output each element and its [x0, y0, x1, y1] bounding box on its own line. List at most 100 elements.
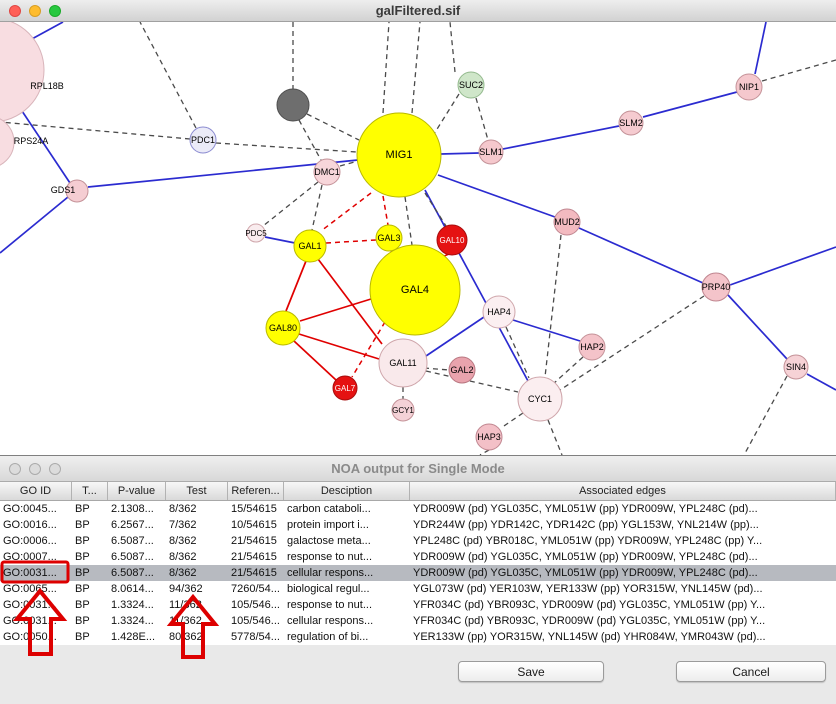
table-cell: 21/54615 — [231, 567, 277, 579]
node-gal4[interactable]: GAL4 — [369, 244, 461, 336]
table-cell: 8/362 — [169, 535, 197, 547]
column-header-go-id[interactable]: GO ID — [0, 482, 72, 500]
table-cell: response to nut... — [287, 599, 372, 611]
column-header-desciption[interactable]: Desciption — [284, 482, 410, 500]
node-mig1[interactable]: MIG1 — [356, 112, 442, 198]
node-nip1[interactable]: NIP1 — [735, 73, 763, 101]
table-cell: GO:0045... — [3, 503, 57, 515]
node-gal11[interactable]: GAL11 — [378, 338, 428, 388]
node-mud2[interactable]: MUD2 — [553, 208, 581, 236]
edge — [262, 181, 319, 227]
node-suc2[interactable]: SUC2 — [457, 71, 485, 99]
cancel-button[interactable]: Cancel — [676, 661, 826, 682]
node-label: HAP3 — [477, 432, 501, 442]
edge — [298, 119, 322, 161]
minimize-button[interactable] — [29, 5, 41, 17]
minimize-button[interactable] — [29, 463, 41, 475]
edge — [806, 373, 836, 391]
table-cell: 94/362 — [169, 583, 203, 595]
edge — [0, 121, 191, 140]
zoom-button[interactable] — [49, 5, 61, 17]
save-button[interactable]: Save — [458, 661, 604, 682]
node-pdc1[interactable]: PDC1 — [189, 126, 217, 154]
table-cell: YDR009W (pd) YGL035C, YML051W (pp) YDR00… — [413, 503, 758, 515]
table-cell: BP — [75, 599, 90, 611]
edge — [547, 419, 563, 455]
node-rps24a[interactable]: RPS24A — [0, 116, 48, 168]
close-button[interactable] — [9, 463, 21, 475]
table-cell: 7/362 — [169, 519, 197, 531]
node-unlabeled[interactable] — [276, 88, 310, 122]
edge — [475, 97, 489, 141]
column-header-associated-edges[interactable]: Associated edges — [410, 482, 836, 500]
edge — [285, 260, 307, 312]
table-cell: 11/362 — [169, 599, 202, 611]
node-hap4[interactable]: HAP4 — [482, 295, 516, 329]
column-header-test[interactable]: Test — [166, 482, 228, 500]
table-cell: BP — [75, 551, 90, 563]
node-pdc5[interactable]: PDC5 — [245, 223, 267, 243]
node-gcy1[interactable]: GCY1 — [391, 398, 415, 422]
edge — [298, 333, 380, 360]
zoom-button[interactable] — [49, 463, 61, 475]
node-gds1[interactable]: GDS1 — [51, 179, 89, 203]
edge — [729, 246, 836, 286]
close-button[interactable] — [9, 5, 21, 17]
node-slm2[interactable]: SLM2 — [618, 110, 644, 136]
node-gal3[interactable]: GAL3 — [375, 224, 403, 252]
node-dmc1[interactable]: DMC1 — [313, 158, 341, 186]
node-gal1[interactable]: GAL1 — [293, 229, 327, 263]
table-cell: cellular respons... — [287, 567, 374, 579]
edge — [411, 22, 421, 114]
table-cell: BP — [75, 615, 90, 627]
node-label: MUD2 — [554, 217, 580, 227]
node-prp40[interactable]: PRP40 — [701, 272, 731, 302]
node-hap3[interactable]: HAP3 — [475, 423, 503, 451]
table-cell: GO:0007... — [3, 551, 57, 563]
table-cell: GO:0031... — [3, 599, 57, 611]
edge — [500, 412, 524, 429]
edge — [139, 22, 197, 129]
node-cyc1[interactable]: CYC1 — [517, 376, 563, 422]
node-label: PDC5 — [245, 229, 267, 238]
edge — [544, 234, 562, 378]
node-label: GAL3 — [377, 233, 400, 243]
table-cell: 1.3324... — [111, 599, 154, 611]
node-label: HAP2 — [580, 342, 604, 352]
column-header-t[interactable]: T... — [72, 482, 108, 500]
table-cell: 2.1308... — [111, 503, 154, 515]
table-cell: regulation of bi... — [287, 631, 369, 643]
column-header-referen[interactable]: Referen... — [228, 482, 284, 500]
node-gal10[interactable]: GAL10 — [436, 224, 468, 256]
node-gal2[interactable]: GAL2 — [448, 356, 476, 384]
edge — [19, 107, 71, 184]
node-hap2[interactable]: HAP2 — [578, 333, 606, 361]
node-label: RPL18B — [30, 81, 64, 91]
edge — [425, 370, 519, 393]
edge — [502, 125, 620, 150]
node-sin4[interactable]: SIN4 — [783, 354, 809, 380]
node-slm1[interactable]: SLM1 — [478, 139, 504, 165]
table-cell: 21/54615 — [231, 535, 277, 547]
node-gal7[interactable]: GAL7 — [332, 375, 358, 401]
edge — [264, 236, 296, 244]
node-label: DMC1 — [314, 167, 340, 177]
column-header-p-value[interactable]: P-value — [108, 482, 166, 500]
table-cell: protein import i... — [287, 519, 369, 531]
network-window-titlebar: galFiltered.sif — [0, 0, 836, 22]
table-cell: 8/362 — [169, 551, 197, 563]
node-rpl18b[interactable]: RPL18B — [0, 22, 64, 122]
node-gal80[interactable]: GAL80 — [265, 310, 301, 346]
table-cell: response to nut... — [287, 551, 372, 563]
